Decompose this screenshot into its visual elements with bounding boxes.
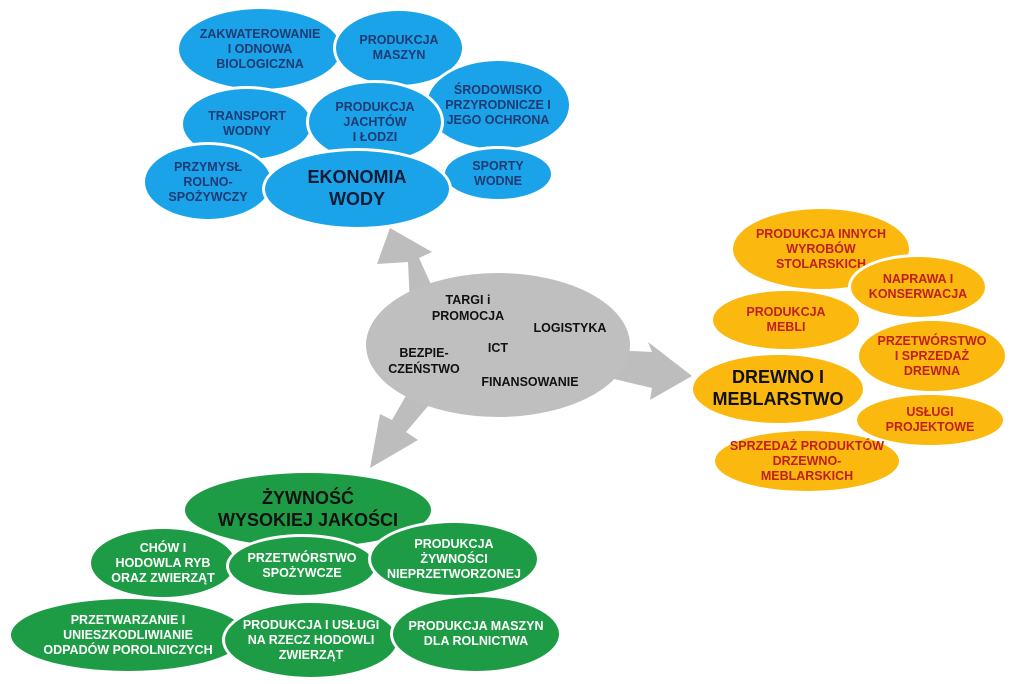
food-item-hodowla: PRODUKCJA I USŁUGI NA RZECZ HODOWLI ZWIE… bbox=[222, 600, 400, 680]
water-item-przemysl: PRZYMYSŁ ROLNO- SPOŻYWCZY bbox=[142, 142, 274, 222]
wood-item-sprzedaz: SPRZEDAŻ PRODUKTÓW DRZEWNO- MEBLARSKICH bbox=[712, 428, 902, 494]
core-label-bezpieczenstwo: BEZPIE- CZEŃSTWO bbox=[388, 346, 460, 377]
core-ellipse bbox=[366, 273, 630, 417]
core-label-finansowanie: FINANSOWANIE bbox=[481, 375, 579, 389]
water-hub: EKONOMIA WODY bbox=[262, 148, 452, 230]
food-item-zywnosc: PRODUKCJA ŻYWNOŚCI NIEPRZETWORZONEJ bbox=[368, 520, 540, 598]
water-item-srodowisko: ŚRODOWISKO PRZYRODNICZE I JEGO OCHRONA bbox=[424, 58, 572, 152]
wood-hub: DREWNO I MEBLARSTWO bbox=[690, 352, 866, 426]
food-item-chow: CHÓW I HODOWLA RYB ORAZ ZWIERZĄT bbox=[88, 526, 238, 600]
core-label-logistyka: LOGISTYKA bbox=[533, 321, 607, 335]
water-item-zakwaterowanie: ZAKWATEROWANIE I ODNOWA BIOLOGICZNA bbox=[176, 6, 344, 92]
food-item-przetworstwo: PRZETWÓRSTWO SPOŻYWCZE bbox=[226, 534, 378, 598]
core-label-targi: TARGI i PROMOCJA bbox=[431, 293, 505, 324]
wood-item-uslugi: USŁUGI PROJEKTOWE bbox=[854, 392, 1006, 448]
core-label-ict: ICT bbox=[487, 341, 509, 355]
arrow-to-water bbox=[377, 228, 438, 305]
food-item-odpady: PRZETWARZANIE I UNIESZKODLIWIANIE ODPADÓ… bbox=[8, 596, 248, 674]
wood-item-naprawa: NAPRAWA I KONSERWACJA bbox=[848, 254, 988, 320]
wood-item-meble: PRODUKCJA MEBLI bbox=[710, 288, 862, 352]
arrow-to-wood bbox=[610, 342, 692, 400]
water-item-sporty: SPORTY WODNE bbox=[442, 146, 554, 202]
food-item-maszyny: PRODUKCJA MASZYN DLA ROLNICTWA bbox=[390, 594, 562, 674]
wood-item-przetworstwo: PRZETWÓRSTWO I SPRZEDAŻ DREWNA bbox=[856, 318, 1008, 394]
